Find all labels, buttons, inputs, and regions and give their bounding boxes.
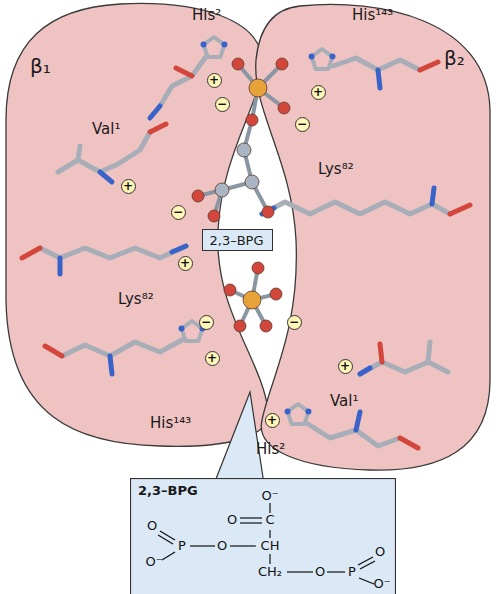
chemical-bond <box>360 561 375 569</box>
residue-stick <box>58 258 63 274</box>
bpg-atom <box>270 288 282 300</box>
charge-sign: − <box>199 315 214 330</box>
residue-label: Lys⁸² <box>118 290 154 308</box>
bpg-atom <box>249 79 267 97</box>
bpg-atom <box>262 206 274 218</box>
residue-label: His¹⁴³ <box>352 6 393 24</box>
charge-sign: + <box>178 256 193 271</box>
subunit-outline <box>248 0 496 475</box>
chemical-bond <box>327 571 345 572</box>
charge-sign: − <box>215 97 230 112</box>
chemical-bond <box>158 535 173 544</box>
bpg-atom <box>246 114 258 126</box>
charge-sign: + <box>338 359 353 374</box>
chemical-bond <box>230 545 256 546</box>
chemical-bond <box>160 531 175 540</box>
charge-sign: − <box>171 205 186 220</box>
residue-stick <box>110 356 112 374</box>
formula-atom: O <box>375 544 385 559</box>
chemical-bond <box>269 530 270 538</box>
subunit-label: β₂ <box>444 46 496 70</box>
formula-atom: O <box>217 538 227 553</box>
formula-atom: O⁻ <box>261 488 278 503</box>
chemical-bond <box>269 503 270 513</box>
charge-sign: + <box>205 351 220 366</box>
bpg-atom <box>234 320 246 332</box>
formula-atom: O⁻ <box>145 554 162 569</box>
subunit-shape <box>256 4 490 470</box>
chemical-bond <box>359 578 374 584</box>
molecule-label-box: 2,3–BPG <box>202 229 273 251</box>
bpg-atom <box>260 320 272 332</box>
bpg-atom <box>192 190 204 202</box>
bpg-atom <box>208 210 220 222</box>
formula-atom: O <box>147 518 157 533</box>
charge-sign: + <box>311 85 326 100</box>
residue-label: His² <box>256 440 285 458</box>
residue-stick <box>432 188 434 204</box>
residue-stick <box>378 70 380 88</box>
bpg-atom <box>237 143 251 157</box>
chemical-bond <box>190 545 215 546</box>
formula-atom: P <box>348 564 356 579</box>
residue-label: Val¹ <box>92 120 120 138</box>
bpg-atom <box>243 291 261 309</box>
formula-atom: CH₂ <box>258 564 282 579</box>
bpg-atom <box>232 58 244 70</box>
chemical-bond <box>287 571 313 572</box>
charge-sign: − <box>287 315 302 330</box>
chemical-bond <box>162 552 175 560</box>
formula-atom: O <box>315 564 325 579</box>
residue-label: His¹⁴³ <box>150 414 191 432</box>
residue-label: Lys⁸² <box>318 160 354 178</box>
chemical-bond <box>240 522 262 523</box>
bpg-atom <box>276 58 288 70</box>
formula-atom: O <box>227 512 237 527</box>
chemical-bond <box>269 554 270 564</box>
residue-stick <box>428 342 430 362</box>
formula-atom: O⁻ <box>373 576 390 591</box>
charge-sign: + <box>265 413 280 428</box>
charge-sign: − <box>295 117 310 132</box>
charge-sign: + <box>207 73 222 88</box>
bpg-atom <box>224 284 236 296</box>
bpg-atom <box>245 175 259 189</box>
residue-label: Val¹ <box>330 392 358 410</box>
residue-stick <box>380 344 382 362</box>
charge-sign: + <box>121 179 136 194</box>
beta-subunit: β₂ <box>248 0 496 475</box>
bpg-atom <box>215 183 229 197</box>
formula-atom: C <box>265 512 274 527</box>
bpg-atom <box>278 102 290 114</box>
bpg-atom <box>252 262 264 274</box>
molecule-label: 2,3–BPG <box>210 232 279 249</box>
formula-atom: CH <box>261 538 280 553</box>
residue-label: His² <box>192 6 221 24</box>
chemical-bond <box>240 517 262 518</box>
formula-atom: P <box>178 538 186 553</box>
formula-inset: 2,3–BPGO⁻OCOPO⁻OCHCH₂OPOO⁻ <box>130 478 396 594</box>
